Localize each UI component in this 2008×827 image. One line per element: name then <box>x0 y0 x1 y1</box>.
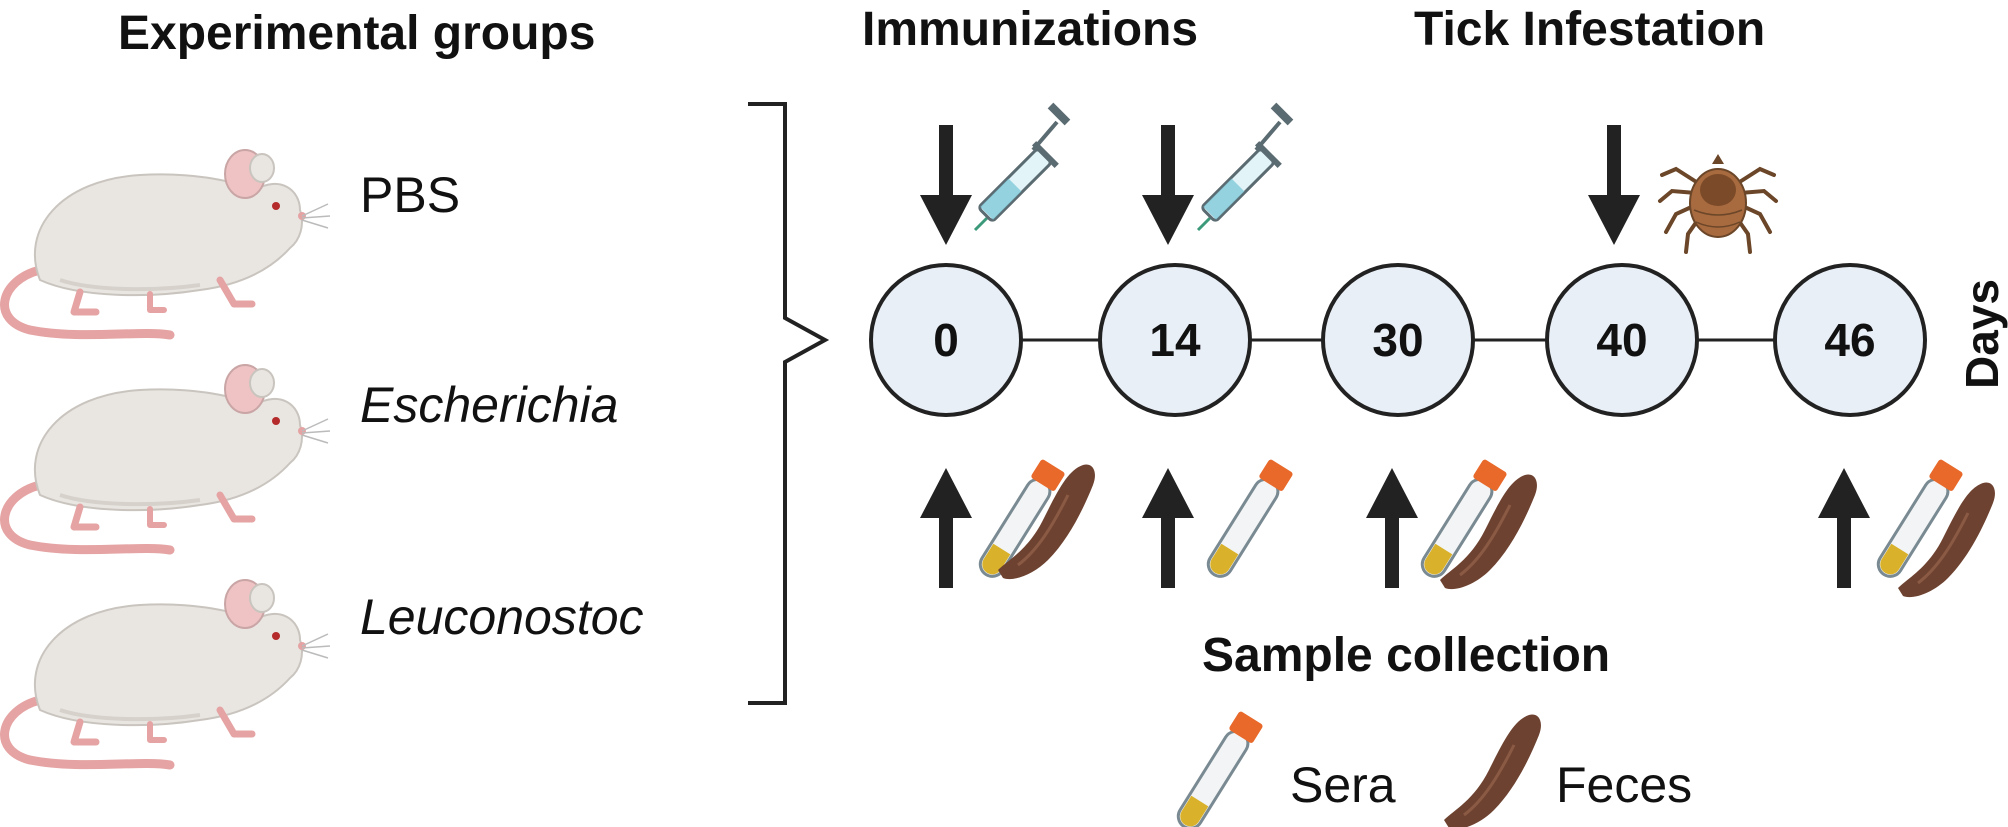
day-node: 46 <box>1773 263 1927 417</box>
mouse-icon <box>5 580 330 765</box>
header-immunizations: Immunizations <box>862 3 1199 56</box>
day-label: 0 <box>933 314 959 366</box>
header-sample-collection: Sample collection <box>1202 629 1611 682</box>
arrow-up-icon <box>1818 468 1870 588</box>
legend-label-feces: Feces <box>1556 757 1693 813</box>
day-node: 14 <box>1098 263 1252 417</box>
day-label: 14 <box>1149 314 1201 366</box>
day-label: 46 <box>1824 314 1875 366</box>
tick-icon <box>1658 152 1778 254</box>
group-label-pbs: PBS <box>360 167 461 223</box>
sera-tube-icon <box>1200 457 1296 584</box>
legend-feces-icon <box>1442 712 1543 827</box>
day-node: 40 <box>1545 263 1699 417</box>
mouse-icon <box>5 150 330 335</box>
day-label: 30 <box>1372 314 1423 366</box>
legend-label-sera: Sera <box>1290 757 1396 813</box>
arrow-up-icon <box>1142 468 1194 588</box>
day-node: 0 <box>869 263 1023 417</box>
arrow-up-icon <box>920 468 972 588</box>
header-experimental-groups: Experimental groups <box>118 7 596 60</box>
arrow-up-icon <box>1366 468 1418 588</box>
group-label-leuconostoc: Leuconostoc <box>360 589 644 645</box>
arrow-down-icon <box>920 125 972 245</box>
arrow-down-icon <box>1142 125 1194 245</box>
group-bracket <box>748 102 830 705</box>
group-label-escherichia: Escherichia <box>360 377 619 433</box>
arrow-down-icon <box>1588 125 1640 245</box>
legend-sera-icon <box>1170 709 1266 827</box>
day-label: 40 <box>1596 314 1647 366</box>
mouse-icon <box>5 365 330 550</box>
syringe-icon <box>973 100 1073 232</box>
day-node: 30 <box>1321 263 1475 417</box>
syringe-icon <box>1196 100 1296 232</box>
header-tick-infestation: Tick Infestation <box>1414 3 1766 56</box>
